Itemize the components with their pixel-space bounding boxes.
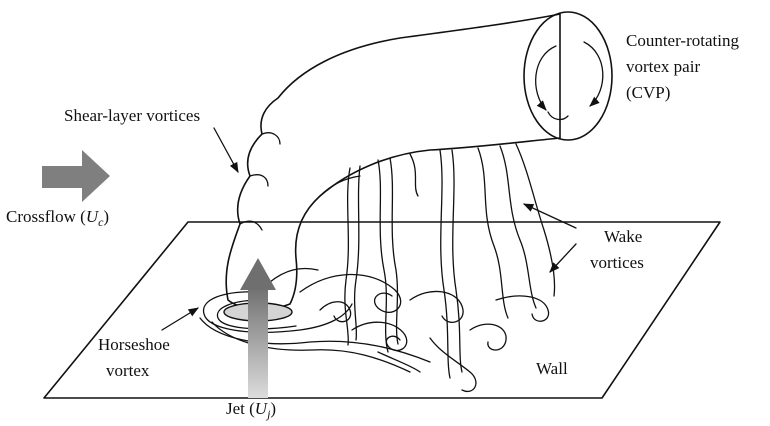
wall-label: Wall [536, 359, 568, 378]
jet-label-close: ) [270, 399, 276, 418]
cvp-label-line1: Counter-rotating [626, 31, 739, 50]
jet-label-text: Jet ( [226, 399, 255, 418]
wake-label-line2: vortices [590, 253, 644, 272]
cvp-tube-end [524, 12, 612, 140]
horseshoe-label-line1: Horseshoe [98, 335, 170, 354]
jet-plume [226, 14, 560, 309]
shear-layer-label: Shear-layer vortices [64, 106, 200, 125]
wall-wake-filaments [270, 269, 549, 392]
jet-label: Jet (Uj) [226, 399, 276, 421]
horseshoe-label-line2: vortex [106, 361, 150, 380]
cvp-label-line2: vortex pair [626, 57, 700, 76]
label-pointers [162, 128, 576, 330]
wake-label-line1: Wake [604, 227, 642, 246]
crossflow-label-close: ) [103, 207, 109, 226]
cvp-label-line3: (CVP) [626, 83, 670, 102]
crossflow-label: Crossflow (Uc) [6, 207, 109, 229]
crossflow-arrow [42, 150, 110, 202]
crossflow-label-text: Crossflow ( [6, 207, 86, 226]
